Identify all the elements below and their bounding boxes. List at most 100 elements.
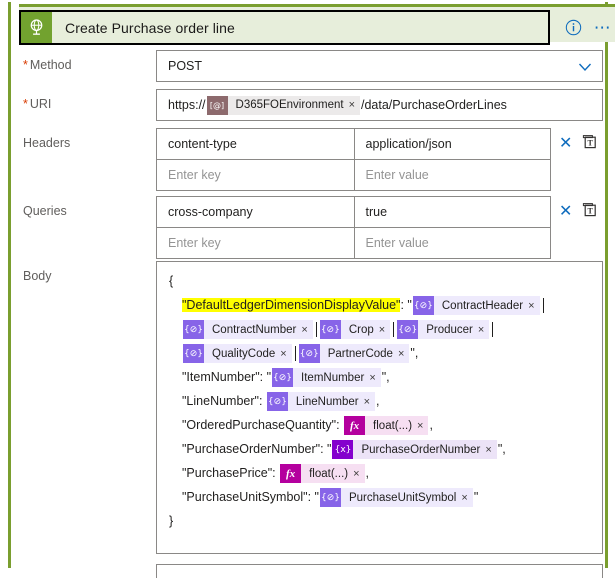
action-title-box[interactable]: Create Purchase order line [19, 10, 550, 45]
remove-token-icon[interactable]: × [461, 488, 473, 508]
headers-actions: ✕ T [559, 128, 598, 158]
expression-token-label: float(...) [301, 464, 354, 484]
code-line-contract-crop-producer: {⊘} ContractNumber × {⊘} Crop × {⊘} Prod… [169, 317, 592, 341]
svg-text:T: T [588, 206, 594, 215]
header-key-cell[interactable]: content-type [168, 137, 237, 151]
remove-token-icon[interactable]: × [348, 95, 360, 115]
remove-token-icon[interactable]: × [485, 440, 497, 460]
json-key: "PurchasePrice": [182, 466, 280, 480]
variable-token-icon: {x} [332, 440, 354, 460]
query-key-cell[interactable]: cross-company [168, 205, 253, 219]
close-brace: } [169, 514, 174, 528]
uri-label-text: URI [29, 97, 52, 111]
expression-token-icon: fx [344, 416, 366, 436]
switch-to-text-mode-icon[interactable]: T [582, 202, 598, 221]
body-editor[interactable]: { "DefaultLedgerDimensionDisplayValue": … [156, 261, 603, 554]
headers-table: content-type application/json Enter key … [156, 128, 551, 191]
dynamic-token-linenumber[interactable]: {⊘} LineNumber × [266, 392, 376, 412]
code-line-defaultledgerdimensiondisplayvalue: "DefaultLedgerDimensionDisplayValue": " … [169, 293, 592, 317]
json-key: "PurchaseOrderNumber": " [182, 442, 332, 456]
remove-token-icon[interactable]: × [353, 464, 365, 484]
header-actions: ⋯ [565, 10, 612, 45]
header-value-placeholder[interactable]: Enter value [353, 160, 551, 190]
table-row[interactable]: content-type application/json [157, 129, 550, 159]
remove-token-icon[interactable]: × [528, 296, 540, 316]
uri-input[interactable]: https:// [@] D365FOEnvironment × /data/P… [156, 89, 603, 121]
json-key-suffix: : " [400, 298, 412, 312]
line-trailing: " [473, 490, 479, 504]
text-caret [393, 322, 395, 338]
code-line-open-brace: { [169, 269, 592, 293]
table-row[interactable]: Enter key Enter value [157, 159, 550, 190]
dynamic-token-label: LineNumber [287, 392, 364, 412]
expression-token-float[interactable]: fx float(...) × [280, 464, 365, 484]
line-trailing: , [376, 394, 380, 408]
json-key: "PurchaseUnitSymbol": " [182, 490, 319, 504]
table-row[interactable]: cross-company true [157, 197, 550, 227]
remove-token-icon[interactable]: × [280, 344, 292, 364]
delete-headers-icon[interactable]: ✕ [559, 133, 573, 152]
remove-token-icon[interactable]: × [477, 320, 490, 340]
method-dropdown[interactable]: POST [156, 50, 603, 82]
text-caret [294, 346, 296, 362]
dynamic-token-contractnumber[interactable]: {⊘} ContractNumber × [183, 320, 313, 340]
connection-token-label: D365FOEnvironment [227, 95, 349, 115]
uri-prefix: https:// [168, 98, 206, 112]
dynamic-token-label: Crop [340, 320, 379, 340]
line-trailing: ", [410, 346, 419, 360]
dynamic-token-producer[interactable]: {⊘} Producer × [397, 320, 490, 340]
required-asterisk: * [23, 97, 28, 111]
expression-token-float[interactable]: fx float(...) × [344, 416, 429, 436]
remove-token-icon[interactable]: × [417, 416, 429, 436]
query-value-cell[interactable]: true [353, 197, 551, 227]
text-caret [492, 322, 494, 338]
switch-to-text-mode-icon[interactable]: T [582, 134, 598, 153]
remove-token-icon[interactable]: × [363, 392, 376, 412]
dynamic-token-label: Producer [418, 320, 478, 340]
dynamic-token-icon: {⊘} [183, 320, 204, 340]
json-key: "ItemNumber": " [182, 370, 272, 384]
code-line-purchaseordernumber: "PurchaseOrderNumber": " {x} PurchaseOrd… [169, 437, 592, 461]
dynamic-token-icon: {⊘} [266, 392, 288, 412]
query-key-placeholder[interactable]: Enter key [168, 236, 221, 250]
connection-token-d365foenvironment[interactable]: [@] D365FOEnvironment × [206, 95, 360, 115]
dynamic-token-purchaseunitsymbol[interactable]: {⊘} PurchaseUnitSymbol × [319, 488, 473, 508]
svg-text:T: T [588, 138, 594, 147]
dynamic-token-icon: {⊘} [412, 296, 434, 316]
code-line-close-brace: } [169, 509, 592, 533]
chevron-down-icon[interactable] [577, 59, 593, 78]
connection-token-icon: [@] [206, 95, 228, 115]
remove-token-icon[interactable]: × [301, 320, 313, 340]
info-icon[interactable] [565, 19, 582, 36]
dynamic-token-contractheader[interactable]: {⊘} ContractHeader × [412, 296, 540, 316]
dynamic-token-qualitycode[interactable]: {⊘} QualityCode × [183, 344, 292, 364]
dynamic-token-partnercode[interactable]: {⊘} PartnerCode × [298, 344, 410, 364]
header-value-cell[interactable]: application/json [353, 129, 551, 159]
expression-token-icon: fx [280, 464, 302, 484]
dynamic-token-label: PurchaseUnitSymbol [340, 488, 462, 508]
dynamic-token-crop[interactable]: {⊘} Crop × [319, 320, 391, 340]
variable-token-purchaseordernumber[interactable]: {x} PurchaseOrderNumber × [332, 440, 497, 460]
dynamic-token-icon: {⊘} [397, 320, 419, 340]
dynamic-token-icon: {⊘} [183, 344, 204, 364]
header-key-placeholder[interactable]: Enter key [168, 168, 221, 182]
body-label: Body [23, 269, 52, 283]
dynamic-token-icon: {⊘} [319, 488, 341, 508]
json-key: "OrderedPurchaseQuantity": [182, 418, 344, 432]
headers-label: Headers [23, 136, 71, 150]
line-trailing: , [429, 418, 433, 432]
table-row[interactable]: Enter key Enter value [157, 227, 550, 258]
query-value-placeholder[interactable]: Enter value [353, 228, 551, 258]
remove-token-icon[interactable]: × [397, 344, 410, 364]
uri-suffix: /data/PurchaseOrderLines [361, 98, 507, 112]
remove-token-icon[interactable]: × [369, 368, 381, 388]
dynamic-token-itemnumber[interactable]: {⊘} ItemNumber × [272, 368, 381, 388]
code-line-quality-partner: {⊘} QualityCode × {⊘} PartnerCode × ", [169, 341, 592, 365]
line-trailing: , [365, 466, 370, 480]
required-asterisk: * [23, 58, 28, 72]
delete-queries-icon[interactable]: ✕ [559, 201, 573, 220]
action-card: Create Purchase order line ⋯ *Method POS… [8, 2, 615, 578]
ellipsis-icon[interactable]: ⋯ [593, 17, 612, 38]
remove-token-icon[interactable]: × [378, 320, 391, 340]
next-field-partial[interactable] [156, 564, 603, 578]
